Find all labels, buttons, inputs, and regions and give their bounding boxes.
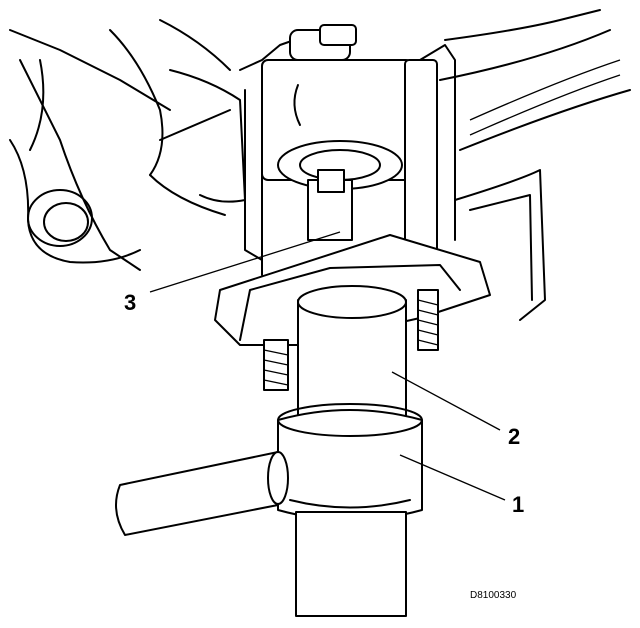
stud-left [263,339,289,391]
background-housing [9,19,246,271]
leader-line-3 [149,231,341,293]
puller-tool [115,403,423,617]
stud-right [417,289,439,351]
callout-label-1: 1 [512,492,524,517]
leader-line-2 [391,371,501,431]
drawing-code: D8100330 [470,590,517,601]
leader-line-1 [399,454,506,501]
callout-label-3: 3 [124,290,136,315]
callout-label-2: 2 [508,424,520,449]
actuator-assembly [239,24,456,276]
background-bracket [439,9,631,321]
